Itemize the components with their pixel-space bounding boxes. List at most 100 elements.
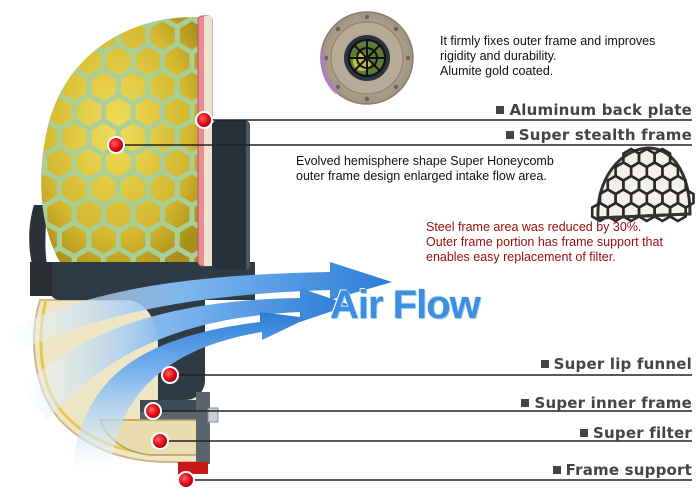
- honeycomb-cell: [280, 0, 309, 27]
- plate-bolt: [393, 84, 399, 90]
- callout-super-inner-frame: Super inner frame: [521, 394, 692, 412]
- honeycomb-cell: [280, 95, 309, 129]
- leader-lines: [116, 119, 692, 481]
- bullet-square: [521, 399, 530, 407]
- callout-label: Super filter: [593, 424, 692, 442]
- markers: [107, 111, 213, 489]
- desc-line: Outer frame portion has frame support th…: [426, 235, 663, 249]
- honeycomb-cell: [221, 44, 250, 78]
- bullet-square: [540, 360, 549, 368]
- airflow-arrow-3: [72, 312, 308, 470]
- plate-bolt: [405, 55, 411, 61]
- airflow-arrow-1: [8, 262, 392, 350]
- callout-frame-support: Frame support: [552, 461, 692, 479]
- honeycomb-cell: [295, 70, 324, 104]
- inner-frame-bar: [140, 412, 210, 420]
- plate-bolt: [393, 26, 399, 32]
- description-stealth-frame: Evolved hemisphere shape Super Honeycomb…: [296, 154, 554, 184]
- callout-super-stealth-frame: Super stealth frame: [505, 126, 692, 144]
- honeycomb-cell: [251, 44, 280, 78]
- honeycomb-cell: [71, 245, 107, 263]
- airflow-arrows: [8, 262, 392, 470]
- mount-edge: [246, 120, 250, 270]
- honeycomb-cell: [41, 67, 62, 106]
- support-bracket: [196, 392, 210, 464]
- callout-aluminum-back-plate: Aluminum back plate: [496, 101, 692, 119]
- honeycomb-cell: [56, 17, 92, 55]
- callout-super-filter: Super filter: [580, 424, 692, 442]
- honeycomb-cell: [280, 197, 309, 231]
- honeycomb-cell: [160, 245, 195, 263]
- back-plate-cream: [204, 16, 212, 266]
- honeycomb-cell: [221, 0, 250, 27]
- dome-filter: [41, 0, 324, 263]
- bullet-square: [505, 131, 514, 139]
- back-plate-mount: [212, 120, 250, 270]
- honeycomb-cell: [236, 70, 266, 104]
- callout-label: Aluminum back plate: [509, 101, 692, 119]
- callout-super-lip-funnel: Super lip funnel: [540, 355, 692, 373]
- honeycomb-cell: [42, 245, 77, 263]
- honeycomb-cell: [266, 172, 295, 206]
- honeycomb-cell: [41, 92, 48, 132]
- desc-line: Evolved hemisphere shape Super Honeycomb: [296, 154, 554, 168]
- honeycomb-cell: [295, 223, 324, 257]
- bullet-square: [552, 466, 561, 474]
- honeycomb-cell: [130, 245, 165, 263]
- honeycomb-cell: [41, 143, 48, 183]
- plate-bolt: [364, 14, 370, 20]
- desc-line: outer frame design enlarged intake flow …: [296, 169, 547, 183]
- callout-label: Super lip funnel: [553, 355, 692, 373]
- marker-back-plate: [195, 111, 213, 129]
- stealth-frame-detail-image: [590, 146, 695, 223]
- callout-label: Frame support: [565, 461, 692, 479]
- honeycomb-cell: [266, 121, 295, 155]
- bullet-square: [580, 429, 589, 437]
- honeycomb-cell: [266, 223, 295, 257]
- honeycomb-cell: [251, 0, 280, 27]
- honeycomb-cell: [251, 197, 280, 231]
- honeycomb-cell: [101, 245, 136, 263]
- honeycomb-cell: [266, 70, 295, 104]
- honeycomb-cell: [295, 19, 324, 53]
- marker-lip-funnel: [161, 366, 179, 384]
- mini-honeycomb-cell: [668, 201, 688, 223]
- honeycomb-cell: [42, 41, 77, 81]
- marker-filter: [151, 432, 169, 450]
- desc-line: enables easy replacement of filter.: [426, 250, 616, 264]
- desc-line: Alumite gold coated.: [440, 64, 554, 78]
- airflow-arrow-2: [20, 288, 350, 420]
- honeycomb-cell: [41, 17, 62, 55]
- honeycomb-cell: [295, 121, 324, 155]
- plate-bolt: [335, 84, 341, 90]
- honeycomb-cell: [42, 17, 77, 30]
- honeycomb-cell: [251, 95, 280, 129]
- marker-inner-frame: [144, 402, 162, 420]
- plate-bolt: [364, 96, 370, 102]
- honeycomb-cell: [280, 44, 309, 78]
- bullet-square: [496, 106, 505, 114]
- marker-frame-support: [177, 471, 195, 489]
- description-back-plate: It firmly fixes outer frame and improves…: [440, 34, 655, 79]
- airflow-label: Air Flow: [330, 283, 481, 327]
- honeycomb-cell: [236, 19, 266, 53]
- marker-stealth-frame: [107, 136, 125, 154]
- callout-label: Super inner frame: [534, 394, 692, 412]
- plate-bolt: [335, 26, 341, 32]
- honeycomb-cell: [101, 17, 136, 30]
- frame-support-red: [178, 462, 208, 474]
- support-bracket-highlight: [207, 407, 219, 423]
- honeycomb-cell: [41, 17, 48, 30]
- desc-line: rigidity and durability.: [440, 49, 557, 63]
- honeycomb-cell: [251, 146, 280, 180]
- desc-line: Steel frame area was reduced by 30%.: [426, 220, 642, 234]
- description-steel-frame: Steel frame area was reduced by 30%. Out…: [426, 220, 663, 265]
- honeycomb-cell: [41, 41, 48, 81]
- clamp-block: [30, 262, 52, 296]
- honeycomb-cell: [71, 17, 107, 30]
- honeycomb-cell: [266, 19, 295, 53]
- desc-line: It firmly fixes outer frame and improves: [440, 34, 656, 48]
- back-plate-assembly: [197, 15, 250, 270]
- callout-label: Super stealth frame: [518, 126, 692, 144]
